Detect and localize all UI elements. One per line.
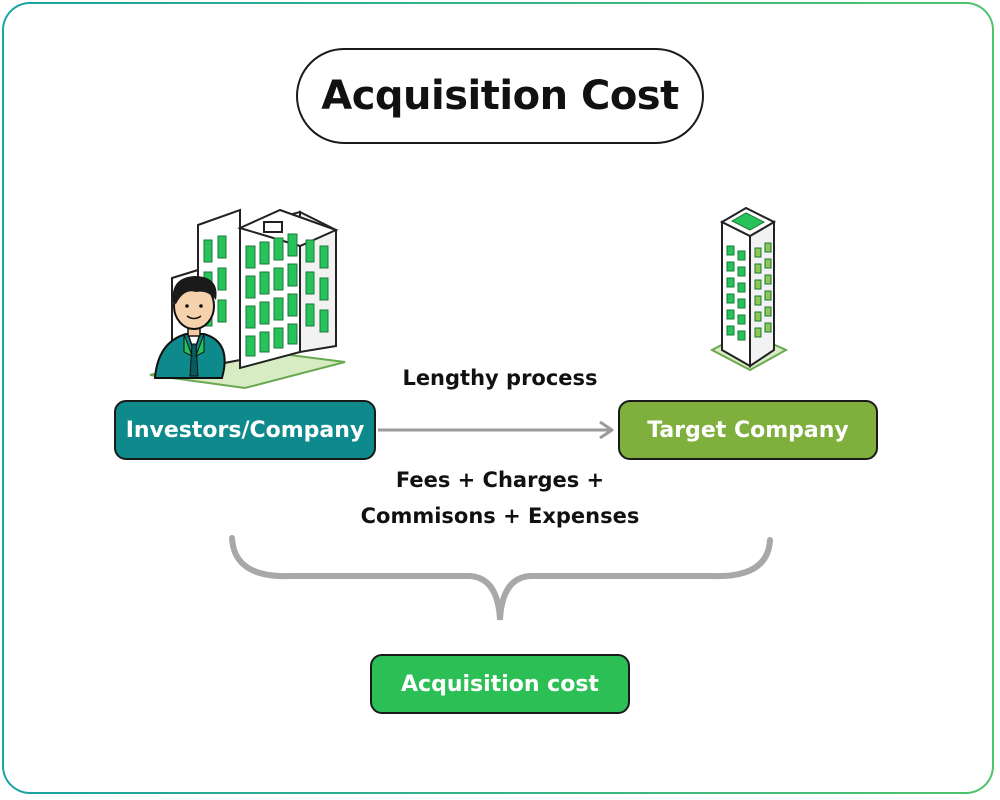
target-company-node: Target Company bbox=[618, 400, 878, 460]
investors-company-node: Investors/Company bbox=[114, 400, 376, 460]
fees-label: Fees + Charges + Commisons + Expenses bbox=[330, 462, 670, 534]
grouping-brace bbox=[229, 535, 773, 621]
process-label: Lengthy process bbox=[402, 366, 598, 390]
businessman-icon bbox=[153, 276, 226, 379]
process-arrow bbox=[378, 420, 614, 440]
fees-label-line-1: Fees + Charges + bbox=[395, 468, 605, 492]
diagram-title: Acquisition Cost bbox=[296, 48, 704, 144]
target-tower-icon bbox=[709, 206, 789, 372]
acquisition-cost-node: Acquisition cost bbox=[370, 654, 630, 714]
fees-label-line-2: Commisons + Expenses bbox=[360, 504, 640, 528]
